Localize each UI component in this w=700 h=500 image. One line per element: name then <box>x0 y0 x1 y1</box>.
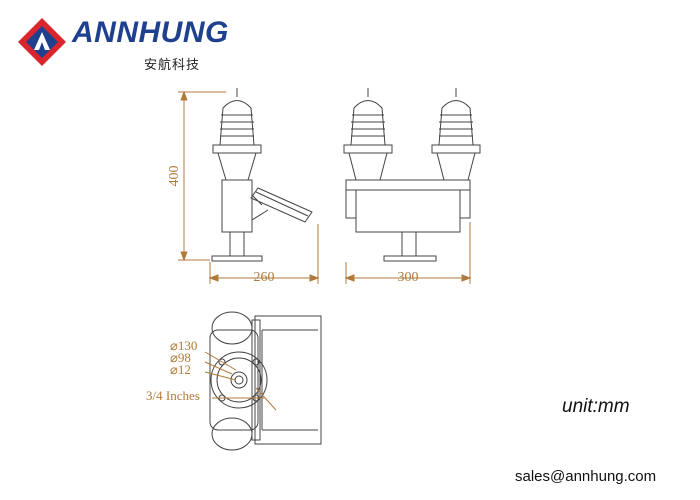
brand-name: ANNHUNG <box>72 16 229 49</box>
front-view <box>343 88 481 262</box>
top-view <box>209 311 322 451</box>
hole-diameter-label: ⌀12 <box>170 362 191 377</box>
height-dimension-label: 400 <box>167 166 182 187</box>
company-logo: ANNHUNG 安航科技 <box>14 14 234 74</box>
depth-dimension-label: 260 <box>254 270 275 285</box>
mid-diameter-label: ⌀98 <box>170 350 191 365</box>
brand-name-chinese: 安航科技 <box>144 58 201 73</box>
side-view <box>211 88 313 262</box>
width-dimension-label: 300 <box>398 270 419 285</box>
outer-diameter-label: ⌀130 <box>170 338 197 353</box>
unit-label: unit:mm <box>562 396 630 417</box>
contact-email: sales@annhung.com <box>515 468 657 485</box>
logo-mark-icon <box>18 18 66 66</box>
thread-size-label: 3/4 Inches <box>146 388 200 403</box>
